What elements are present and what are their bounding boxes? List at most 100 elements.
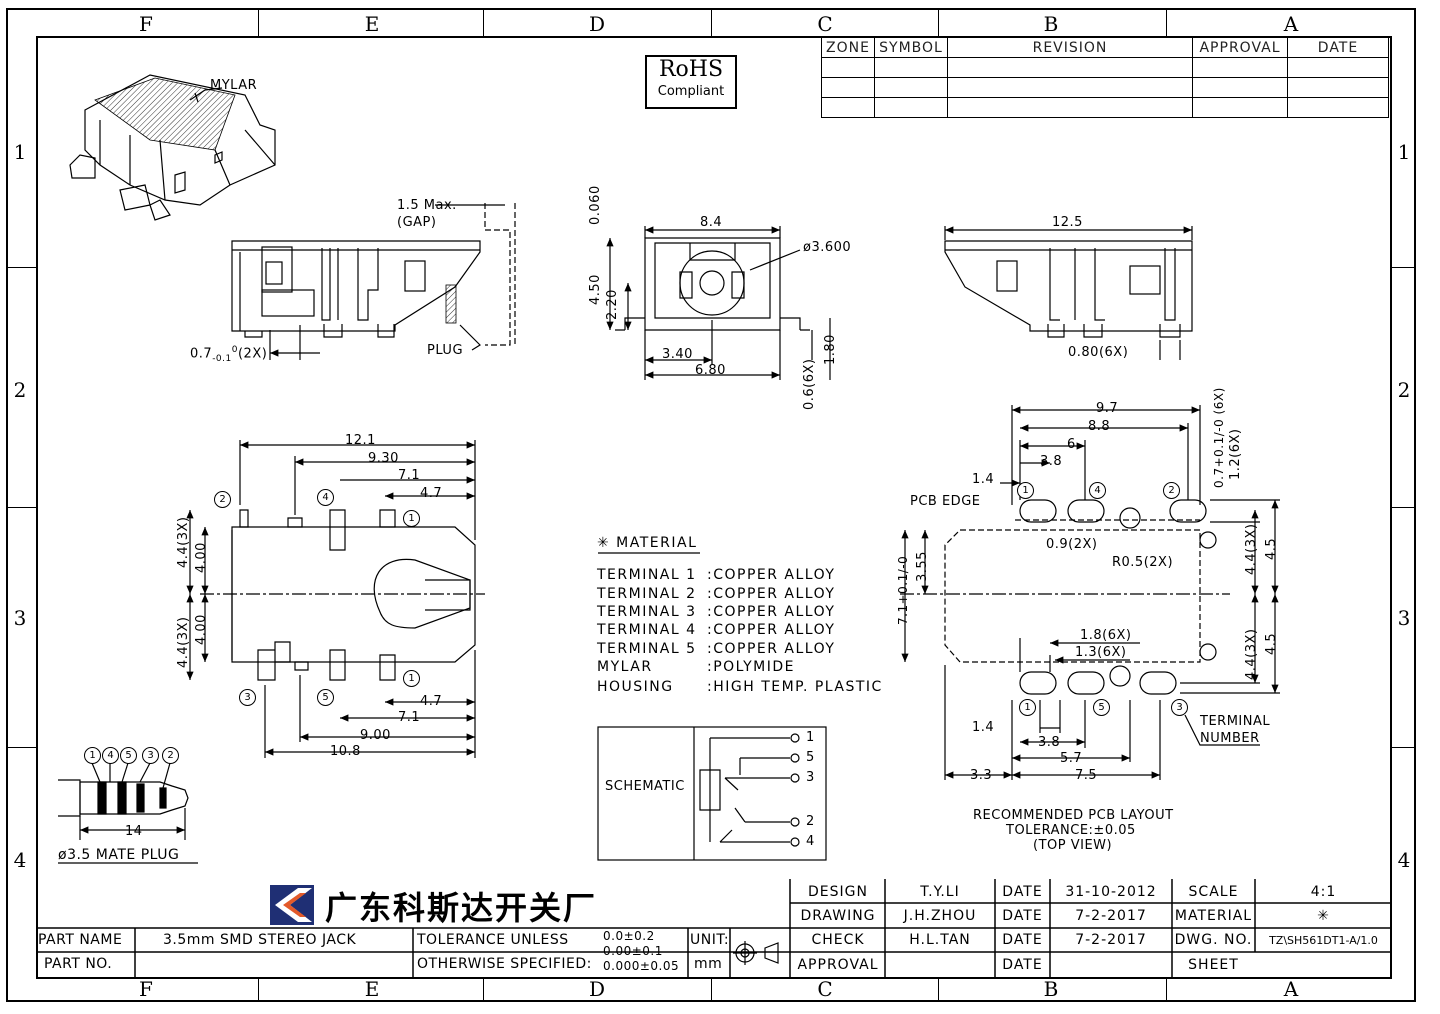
dim-0.80-6x: 0.80(6X) — [1068, 345, 1129, 360]
tolerance-value-2: 0.00±0.1 — [603, 944, 663, 958]
pcb-pin-3: 3 — [1171, 699, 1188, 716]
pcb-tolerance: TOLERANCE:±0.05 — [1006, 823, 1136, 838]
tolerance-value-3: 0.000±0.05 — [603, 959, 680, 973]
col-label: B — [1043, 977, 1059, 1001]
dim-4.4-3x-c: 4.4(3X) — [1244, 523, 1259, 576]
material-row: TERMINAL 5:COPPER ALLOY — [597, 641, 836, 657]
scale-label: SCALE — [1188, 883, 1239, 900]
dim-7.5: 7.5 — [1075, 768, 1098, 783]
dim-4.50: 4.50 — [588, 274, 603, 305]
date-value-4 — [1050, 952, 1172, 978]
col-label: E — [364, 12, 380, 36]
drawing-label: DRAWING — [800, 907, 876, 924]
unit-value: mm — [694, 956, 723, 972]
schematic-pin-4: 4 — [806, 834, 815, 849]
dwg-no-label: DWG. NO. — [1174, 932, 1253, 948]
plug-pin-1: 1 — [84, 747, 101, 764]
tolerance-line-2: OTHERWISE SPECIFIED: — [417, 956, 592, 972]
number-label: NUMBER — [1200, 731, 1260, 746]
col-label: C — [817, 12, 833, 36]
mylar-label: MYLAR — [210, 78, 258, 93]
plug-pin-3: 3 — [142, 747, 159, 764]
dim-1.3-6x: 1.3(6X) — [1075, 645, 1127, 660]
scale-value: 4:1 — [1310, 883, 1337, 900]
dim-3.8-a: 3.8 — [1040, 454, 1063, 469]
pcb-title: RECOMMENDED PCB LAYOUT — [973, 808, 1174, 823]
dim-9.7: 9.7 — [1096, 401, 1119, 416]
pin-circle-2: 2 — [214, 491, 231, 508]
pin-circle-4: 4 — [317, 489, 334, 506]
dim-4.00-a: 4.00 — [194, 542, 209, 573]
row-label: 1 — [1397, 140, 1411, 164]
col-label: B — [1043, 12, 1059, 36]
dim-9.30: 9.30 — [368, 451, 399, 466]
material-row: TERMINAL 3:COPPER ALLOY — [597, 604, 836, 620]
company-logo — [270, 885, 314, 925]
iso-view — [69, 74, 276, 221]
date-label: DATE — [1002, 957, 1043, 973]
terminal-label: TERMINAL — [1200, 714, 1271, 729]
date-label: DATE — [1002, 932, 1043, 948]
material-value: ✳ — [1317, 907, 1330, 924]
material-row: TERMINAL 4:COPPER ALLOY — [597, 622, 836, 638]
dim-4.7-a: 4.7 — [420, 486, 443, 501]
dim-r0.5-2x: R0.5(2X) — [1112, 555, 1174, 570]
dim-7.1-a: 7.1 — [398, 468, 421, 483]
pcb-pin-5: 5 — [1093, 699, 1110, 716]
side-view-left — [231, 203, 516, 346]
date-label: DATE — [1002, 907, 1043, 924]
part-name-label: PART NAME — [38, 932, 123, 948]
row-label: 4 — [1397, 848, 1411, 872]
dim-8.8: 8.8 — [1088, 419, 1111, 434]
dim-14: 14 — [125, 824, 143, 839]
dim-7.1-b: 7.1 — [398, 710, 421, 725]
plug-label: PLUG — [427, 343, 464, 358]
col-label: A — [1283, 12, 1299, 36]
pcb-layout — [900, 499, 1230, 695]
pcb-view: (TOP VIEW) — [1033, 838, 1113, 853]
material-row: TERMINAL 1:COPPER ALLOY — [597, 567, 836, 583]
gap-label: 1.5 Max. — [397, 198, 457, 213]
row-label: 3 — [13, 606, 27, 630]
dim-7.1-tol: 7.1+0.1/-0 — [896, 555, 910, 625]
dim-4.4-3x-b: 4.4(3X) — [176, 616, 191, 669]
dim-1.2-6x: 1.2(6X) — [1228, 428, 1243, 481]
bottom-view-left — [200, 509, 485, 681]
dim-8.4: 8.4 — [700, 215, 723, 230]
material-row: MYLAR:POLYMIDE — [597, 659, 796, 675]
dim-2.20: 2.20 — [605, 289, 620, 320]
side-view-right — [944, 240, 1193, 338]
pcb-pin-4: 4 — [1089, 482, 1106, 499]
plug-pin-2: 2 — [162, 747, 179, 764]
pcb-edge-label: PCB EDGE — [910, 494, 981, 509]
schematic-pin-5: 5 — [806, 750, 815, 765]
rohs-badge: RoHS Compliant — [645, 55, 737, 109]
schematic-label: SCHEMATIC — [605, 779, 685, 794]
dim-12.1: 12.1 — [345, 433, 376, 448]
pin-circle-5: 5 — [317, 689, 334, 706]
drawing-value: J.H.ZHOU — [903, 907, 977, 924]
col-label: F — [139, 977, 153, 1001]
col-label: D — [588, 977, 606, 1001]
pcb-pin-1: 1 — [1017, 482, 1034, 499]
approval-value — [885, 952, 995, 978]
material-row: HOUSING:HIGH TEMP. PLASTIC — [597, 679, 883, 695]
rohs-title: RoHS — [658, 57, 724, 82]
row-label: 1 — [13, 140, 27, 164]
design-label: DESIGN — [808, 883, 868, 900]
dim-3.55: 3.55 — [915, 551, 930, 582]
plug-pin-5: 5 — [120, 747, 137, 764]
revision-table: ZONE SYMBOL REVISION APPROVAL DATE — [821, 37, 1389, 118]
dim-0.060: 0.060 — [588, 185, 603, 225]
schematic-pin-2: 2 — [806, 814, 815, 829]
dim-5.7: 5.7 — [1060, 751, 1083, 766]
gap-label-2: (GAP) — [397, 215, 437, 230]
part-name-value: 3.5mm SMD STEREO JACK — [163, 932, 357, 948]
dim-1.4-a: 1.4 — [972, 472, 995, 487]
pin-circle-1: 1 — [403, 510, 420, 527]
col-label: A — [1283, 977, 1299, 1001]
date-value-2: 7-2-2017 — [1075, 907, 1147, 924]
mate-plug-drawing — [58, 779, 189, 817]
dim-9.00: 9.00 — [360, 728, 391, 743]
rev-header: ZONE — [821, 37, 875, 58]
